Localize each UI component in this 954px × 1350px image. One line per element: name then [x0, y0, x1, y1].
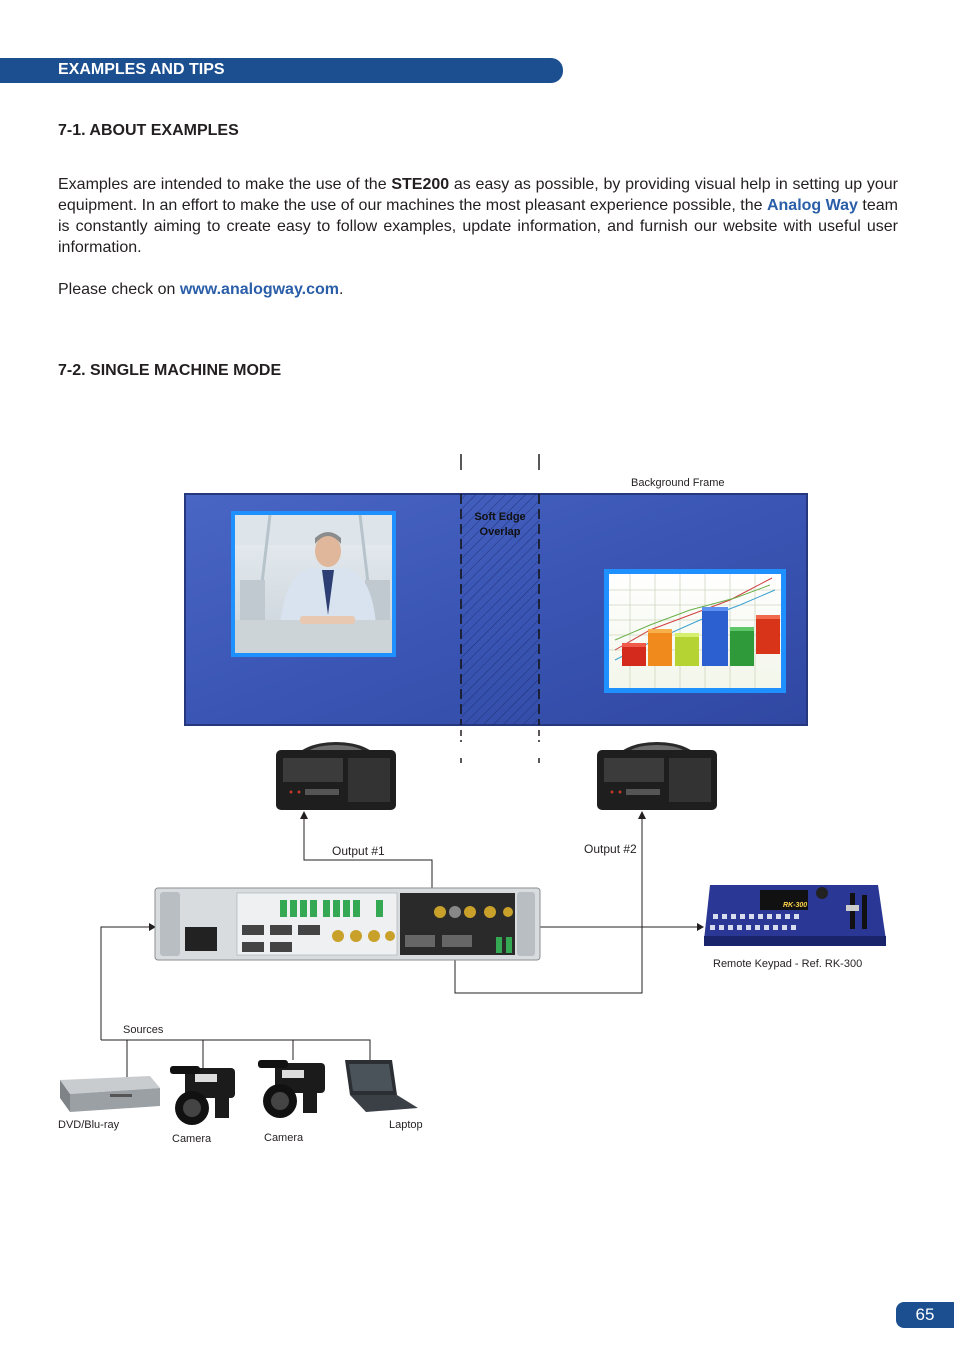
- website-link[interactable]: www.analogway.com: [179, 281, 340, 298]
- projector-left-icon: [276, 742, 396, 810]
- overlap-guides: [460, 454, 540, 763]
- background-frame-label: Background Frame: [631, 477, 725, 489]
- sources-label: Sources: [123, 1024, 164, 1036]
- section-banner: EXAMPLES AND TIPS: [0, 58, 563, 83]
- text-run: Please check on: [58, 281, 180, 298]
- heading-single-machine-mode: 7-2. SINGLE MACHINE MODE: [58, 362, 282, 379]
- text-run: team is constantly aiming to create easy…: [58, 197, 899, 256]
- text-run: .: [339, 281, 344, 298]
- soft-edge-overlap-zone: [461, 494, 539, 725]
- camera-left-icon: [170, 1066, 235, 1125]
- heading-about-examples: 7-1. ABOUT EXAMPLES: [58, 122, 239, 139]
- source-label-camera-2: Camera: [264, 1132, 304, 1144]
- connection-lines: [100, 818, 697, 1080]
- overlap-label: Overlap: [479, 526, 521, 538]
- source-label-camera-1: Camera: [172, 1133, 212, 1145]
- website-paragraph: Please check on www.analogway.com.: [58, 279, 898, 300]
- laptop-icon: [345, 1060, 418, 1112]
- source-label-dvd: DVD/Blu-ray: [58, 1119, 120, 1131]
- product-name: STE200: [391, 176, 450, 193]
- keypad-brand: RK-300: [783, 902, 808, 909]
- ste200-device-icon: [154, 887, 541, 961]
- source-label-laptop: Laptop: [389, 1119, 423, 1131]
- window-person-image: [231, 511, 396, 657]
- dvd-bluray-player-icon: [60, 1076, 160, 1112]
- keypad-label: Remote Keypad - Ref. RK-300: [713, 958, 863, 970]
- camera-right-icon: [258, 1060, 325, 1118]
- about-paragraph: Examples are intended to make the use of…: [58, 174, 898, 258]
- output-1-label: Output #1: [332, 844, 385, 858]
- soft-edge-label: Soft Edge: [474, 511, 526, 523]
- text-run: Examples are intended to make the use of…: [58, 176, 392, 193]
- brand-name: Analog Way: [766, 197, 858, 214]
- rk300-keypad-icon: [704, 885, 886, 946]
- text-run: as easy as possible, by providing visual…: [58, 176, 898, 214]
- window-chart-image: [604, 569, 786, 693]
- output-2-label: Output #2: [584, 842, 637, 856]
- section-title: EXAMPLES AND TIPS: [58, 61, 225, 78]
- projector-right-icon: [597, 742, 717, 810]
- page-number: 65: [896, 1302, 954, 1328]
